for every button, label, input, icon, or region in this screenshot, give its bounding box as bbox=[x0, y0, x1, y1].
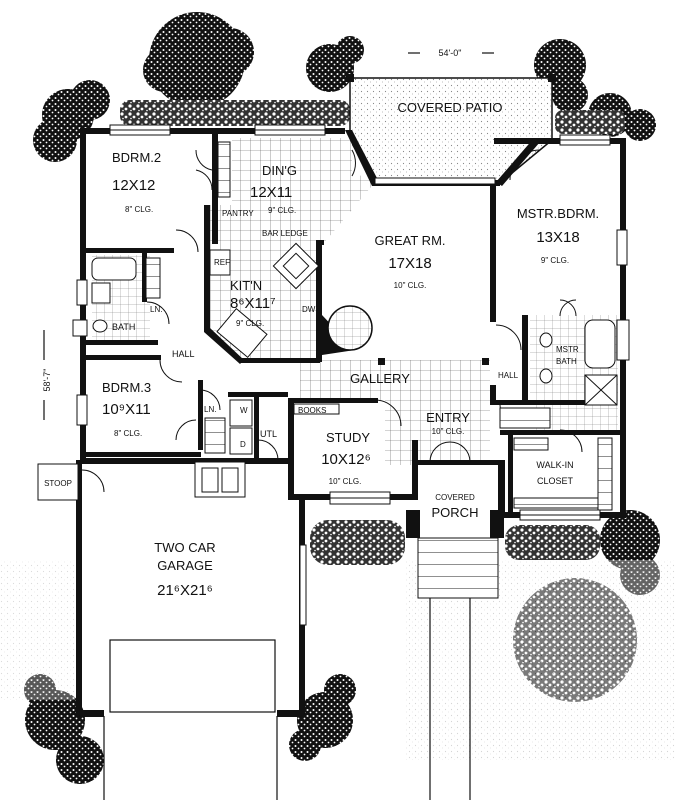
mstr-bath-line1: MSTR bbox=[556, 345, 579, 354]
entry-name: ENTRY bbox=[426, 410, 470, 425]
covered-patio: COVERED PATIO bbox=[346, 74, 556, 184]
study-name: STUDY bbox=[326, 430, 370, 445]
mstr-bdrm-size: 13X18 bbox=[536, 229, 579, 246]
mstr-bdrm-clg: 9" CLG. bbox=[541, 256, 569, 265]
bdrm3-clg: 8" CLG. bbox=[114, 429, 142, 438]
pantry-label: PANTRY bbox=[222, 209, 254, 218]
bdrm3-size: 10⁹X11 bbox=[102, 401, 151, 418]
kitchen-clg: 9" CLG. bbox=[236, 319, 264, 328]
svg-text:58'-7": 58'-7" bbox=[42, 369, 52, 392]
great-rm-size: 17X18 bbox=[388, 255, 431, 272]
stoop-label: STOOP bbox=[44, 479, 72, 488]
svg-text:54'-0": 54'-0" bbox=[439, 48, 462, 58]
porch-line1: COVERED bbox=[435, 493, 475, 502]
mstr-bath-line2: BATH bbox=[556, 357, 577, 366]
study-size: 10X12⁶ bbox=[321, 451, 371, 468]
room-labels: BDRM.2 12X12 8" CLG. DIN'G 12X11 9" CLG.… bbox=[44, 150, 599, 599]
porch-line2: PORCH bbox=[432, 505, 479, 520]
entry-clg: 10" CLG. bbox=[432, 427, 465, 436]
ln2-label: LN. bbox=[204, 405, 216, 414]
dining-name: DIN'G bbox=[262, 163, 297, 178]
dining-clg: 9" CLG. bbox=[268, 206, 296, 215]
depth-dimension: 58'-7" bbox=[42, 330, 52, 420]
garage-line1: TWO CAR bbox=[154, 540, 215, 555]
bdrm2-size: 12X12 bbox=[112, 177, 155, 194]
covered-patio-label: COVERED PATIO bbox=[398, 100, 503, 115]
utl-label: UTL bbox=[260, 429, 277, 439]
d-label: D bbox=[240, 440, 246, 449]
bar-ledge-label: BAR LEDGE bbox=[262, 229, 308, 238]
walk-in-line1: WALK-IN bbox=[536, 460, 573, 470]
dining-size: 12X11 bbox=[250, 184, 292, 201]
hall2-label: HALL bbox=[498, 371, 519, 380]
dw-label: DW bbox=[302, 305, 316, 314]
garage-size: 21⁶X21⁶ bbox=[157, 582, 213, 599]
interior-walls bbox=[86, 134, 620, 515]
gallery-label: GALLERY bbox=[350, 371, 410, 386]
ln1-label: LN. bbox=[150, 305, 162, 314]
landscaping bbox=[0, 12, 675, 784]
books-label: BOOKS bbox=[298, 406, 326, 415]
fixtures bbox=[37, 141, 618, 800]
kitchen-size: 8⁶X11⁷ bbox=[230, 295, 276, 312]
great-rm-clg: 10" CLG. bbox=[394, 281, 427, 290]
windows bbox=[72, 124, 630, 626]
ref-label: REF bbox=[214, 258, 230, 267]
bdrm2-clg: 8" CLG. bbox=[125, 205, 153, 214]
walk-in-line2: CLOSET bbox=[537, 476, 574, 486]
bdrm3-name: BDRM.3 bbox=[102, 380, 151, 395]
hall-label: HALL bbox=[172, 349, 195, 359]
kitchen-name: KIT'N bbox=[230, 278, 262, 293]
great-rm-name: GREAT RM. bbox=[374, 233, 445, 248]
bath-label: BATH bbox=[112, 322, 135, 332]
study-clg: 10" CLG. bbox=[329, 477, 362, 486]
w-label: W bbox=[240, 406, 248, 415]
garage-line2: GARAGE bbox=[157, 558, 213, 573]
bdrm2-name: BDRM.2 bbox=[112, 150, 161, 165]
mstr-bdrm-name: MSTR.BDRM. bbox=[517, 206, 599, 221]
width-dimension: 54'-0" bbox=[408, 48, 494, 58]
